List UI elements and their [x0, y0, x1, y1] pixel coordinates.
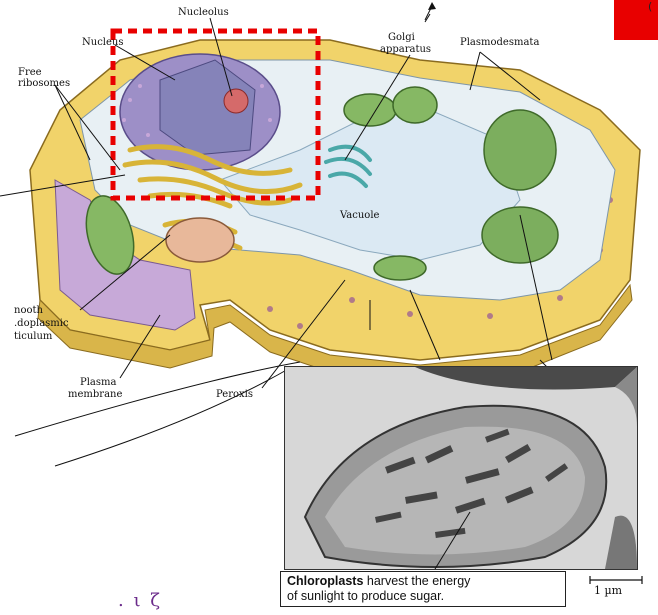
micrograph-image [285, 367, 637, 569]
label-smooth-er-3: ticulum [14, 331, 52, 342]
label-nucleolus: Nucleolus [178, 7, 229, 18]
chloroplast-micrograph [284, 366, 638, 570]
label-plasma-membrane-1: Plasma [80, 377, 116, 388]
label-smooth-er-1: nooth [14, 305, 43, 316]
label-plasma-membrane-2: membrane [68, 389, 122, 400]
mitochondrion-shape [166, 218, 234, 262]
label-smooth-er-2: .doplasmic [14, 318, 69, 329]
label-free-ribosomes-2: ribosomes [18, 78, 70, 89]
label-plasmodesmata: Plasmodesmata [460, 37, 539, 48]
label-golgi-2: apparatus [380, 44, 431, 55]
caption-bold: Chloroplasts [287, 574, 363, 588]
arrow-up-icon [425, 2, 436, 20]
label-free-ribosomes-1: Free [18, 67, 42, 78]
nucleus-shape [120, 54, 280, 170]
label-golgi-1: Golgi [388, 32, 415, 43]
label-peroxisome: Peroxis [216, 389, 253, 400]
corner-fragment: ( [648, 0, 652, 13]
caption-text-1: harvest the energy [363, 574, 470, 588]
caption-text-2: of sunlight to produce sugar. [287, 589, 559, 604]
bottom-fragment: . ι ζ [118, 590, 162, 611]
label-vacuole: Vacuole [340, 210, 379, 221]
scale-bar-label: 1 µm [594, 584, 622, 597]
micrograph-caption: Chloroplasts harvest the energy of sunli… [280, 571, 566, 607]
label-nucleus: Nucleus [82, 37, 123, 48]
